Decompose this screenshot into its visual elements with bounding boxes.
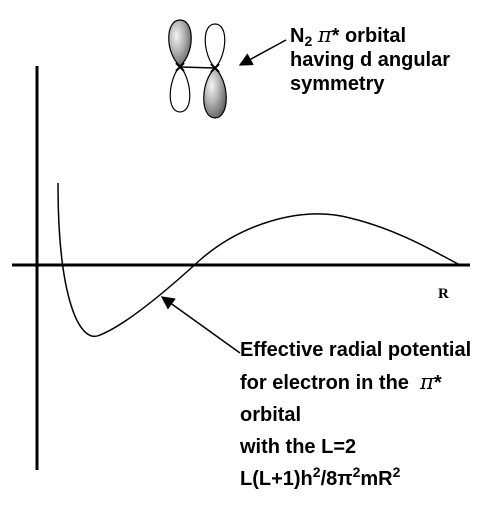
left-upper-lobe — [168, 19, 192, 67]
pi-symbol: π — [317, 23, 332, 47]
potential-arrow — [160, 296, 241, 354]
formula-sup1: 2 — [312, 464, 321, 480]
right-upper-lobe — [204, 23, 226, 69]
potential-caption-line3: orbital — [240, 404, 302, 426]
potential-curve — [57, 182, 461, 338]
orbital-caption-line2: having d angular — [290, 49, 451, 71]
potential-caption-line1: Effective radial potential — [240, 339, 472, 361]
pi-symbol-2: π — [420, 370, 434, 394]
formula-part1: L(L+1)h — [240, 468, 313, 490]
orbital-arrow — [238, 39, 287, 66]
left-lower-lobe — [169, 65, 191, 113]
potential-caption-line2: for electron in the π* — [240, 366, 471, 399]
formula-sup2: 2 — [352, 464, 361, 480]
x-axis-label: R — [438, 286, 449, 302]
right-lower-lobe — [203, 67, 227, 119]
orbital-caption-line1: N2 π* orbital — [290, 23, 450, 48]
n-subscript: 2 — [304, 33, 313, 49]
n-n-bond — [179, 66, 216, 69]
right-nucleus-icon — [210, 63, 220, 73]
star-symbol: * — [433, 372, 442, 394]
formula-part3: mR — [360, 468, 393, 490]
left-nucleus-icon — [175, 62, 185, 72]
centrifugal-formula: L(L+1)h2/8π2mR2 — [240, 463, 471, 495]
n-symbol: N — [290, 25, 305, 47]
formula-sup3: 2 — [392, 464, 401, 480]
potential-caption-line4: with the L=2 — [240, 436, 357, 458]
pi-star-orbital-icon — [168, 19, 227, 119]
formula-part2: /8π — [320, 468, 353, 490]
potential-caption: Effective radial potential for electron … — [240, 334, 471, 495]
potential-caption-line2-text: for electron in the — [240, 372, 409, 394]
star-orbital-text: * orbital — [331, 25, 407, 47]
orbital-caption: N2 π* orbital having d angular symmetry — [290, 23, 450, 96]
orbital-caption-line3: symmetry — [290, 73, 385, 95]
